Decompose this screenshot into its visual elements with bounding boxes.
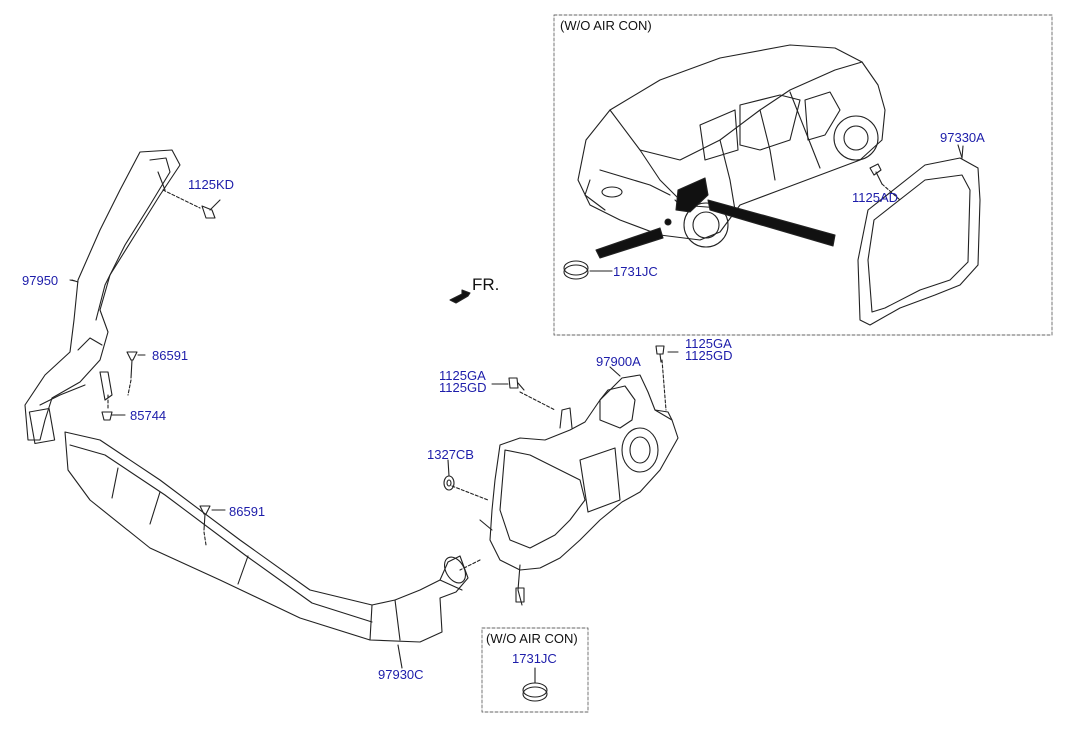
fr-arrow-icon — [449, 289, 471, 304]
part-label-97330A[interactable]: 97330A — [940, 130, 985, 145]
part-label-86591-a[interactable]: 86591 — [152, 348, 189, 363]
nut-1327CB — [443, 475, 455, 491]
part-label-1731JC-small[interactable]: 1731JC — [512, 651, 557, 666]
duct-97930C — [64, 431, 469, 643]
part-label-97930C[interactable]: 97930C — [378, 667, 424, 682]
duct-97950 — [24, 149, 181, 445]
bolt-1125GA-left — [508, 377, 525, 391]
direction-label: FR. — [472, 275, 500, 294]
inset-title-main: (W/O AIR CON) — [560, 18, 652, 33]
inset-box-main — [553, 14, 1053, 336]
part-label-97900A[interactable]: 97900A — [596, 354, 641, 369]
part-label-86591-b[interactable]: 86591 — [229, 504, 266, 519]
plug-1731JC — [563, 260, 613, 280]
bolt-1125KD — [162, 189, 221, 219]
panel-97330A — [857, 145, 981, 326]
part-label-1125GA-right: 1125GA — [685, 336, 732, 351]
part-label-1125AD[interactable]: 1125AD — [852, 190, 899, 205]
part-label-1125KD[interactable]: 1125KD — [188, 177, 235, 192]
clip-85744 — [101, 411, 113, 421]
plug-1731JC-small — [522, 667, 548, 702]
suv-rear-illustration — [577, 44, 886, 259]
inset-box-small — [481, 627, 589, 713]
part-label-1125GD-left: 1125GD — [439, 380, 487, 395]
part-label-1125GA-GD-left[interactable]: 1125GA 1125GD — [439, 368, 487, 395]
bolt-1125GA-right — [655, 345, 665, 363]
fastener-86591-b — [199, 505, 211, 546]
part-label-97950[interactable]: 97950 — [22, 273, 59, 288]
part-label-1327CB[interactable]: 1327CB — [427, 447, 474, 462]
part-label-1125GD-right: 1125GD — [685, 348, 733, 363]
bracket — [99, 371, 113, 411]
heater-unit-97900A — [451, 359, 679, 606]
part-label-1125GA-GD-right[interactable]: 1125GA 1125GD — [685, 336, 733, 363]
part-label-1731JC[interactable]: 1731JC — [613, 264, 658, 279]
inset-title-small: (W/O AIR CON) — [486, 631, 578, 646]
screw-1125AD — [869, 163, 901, 201]
part-label-85744[interactable]: 85744 — [130, 408, 167, 423]
fastener-86591-a — [126, 351, 138, 396]
part-label-1125GA-left: 1125GA — [439, 368, 486, 383]
